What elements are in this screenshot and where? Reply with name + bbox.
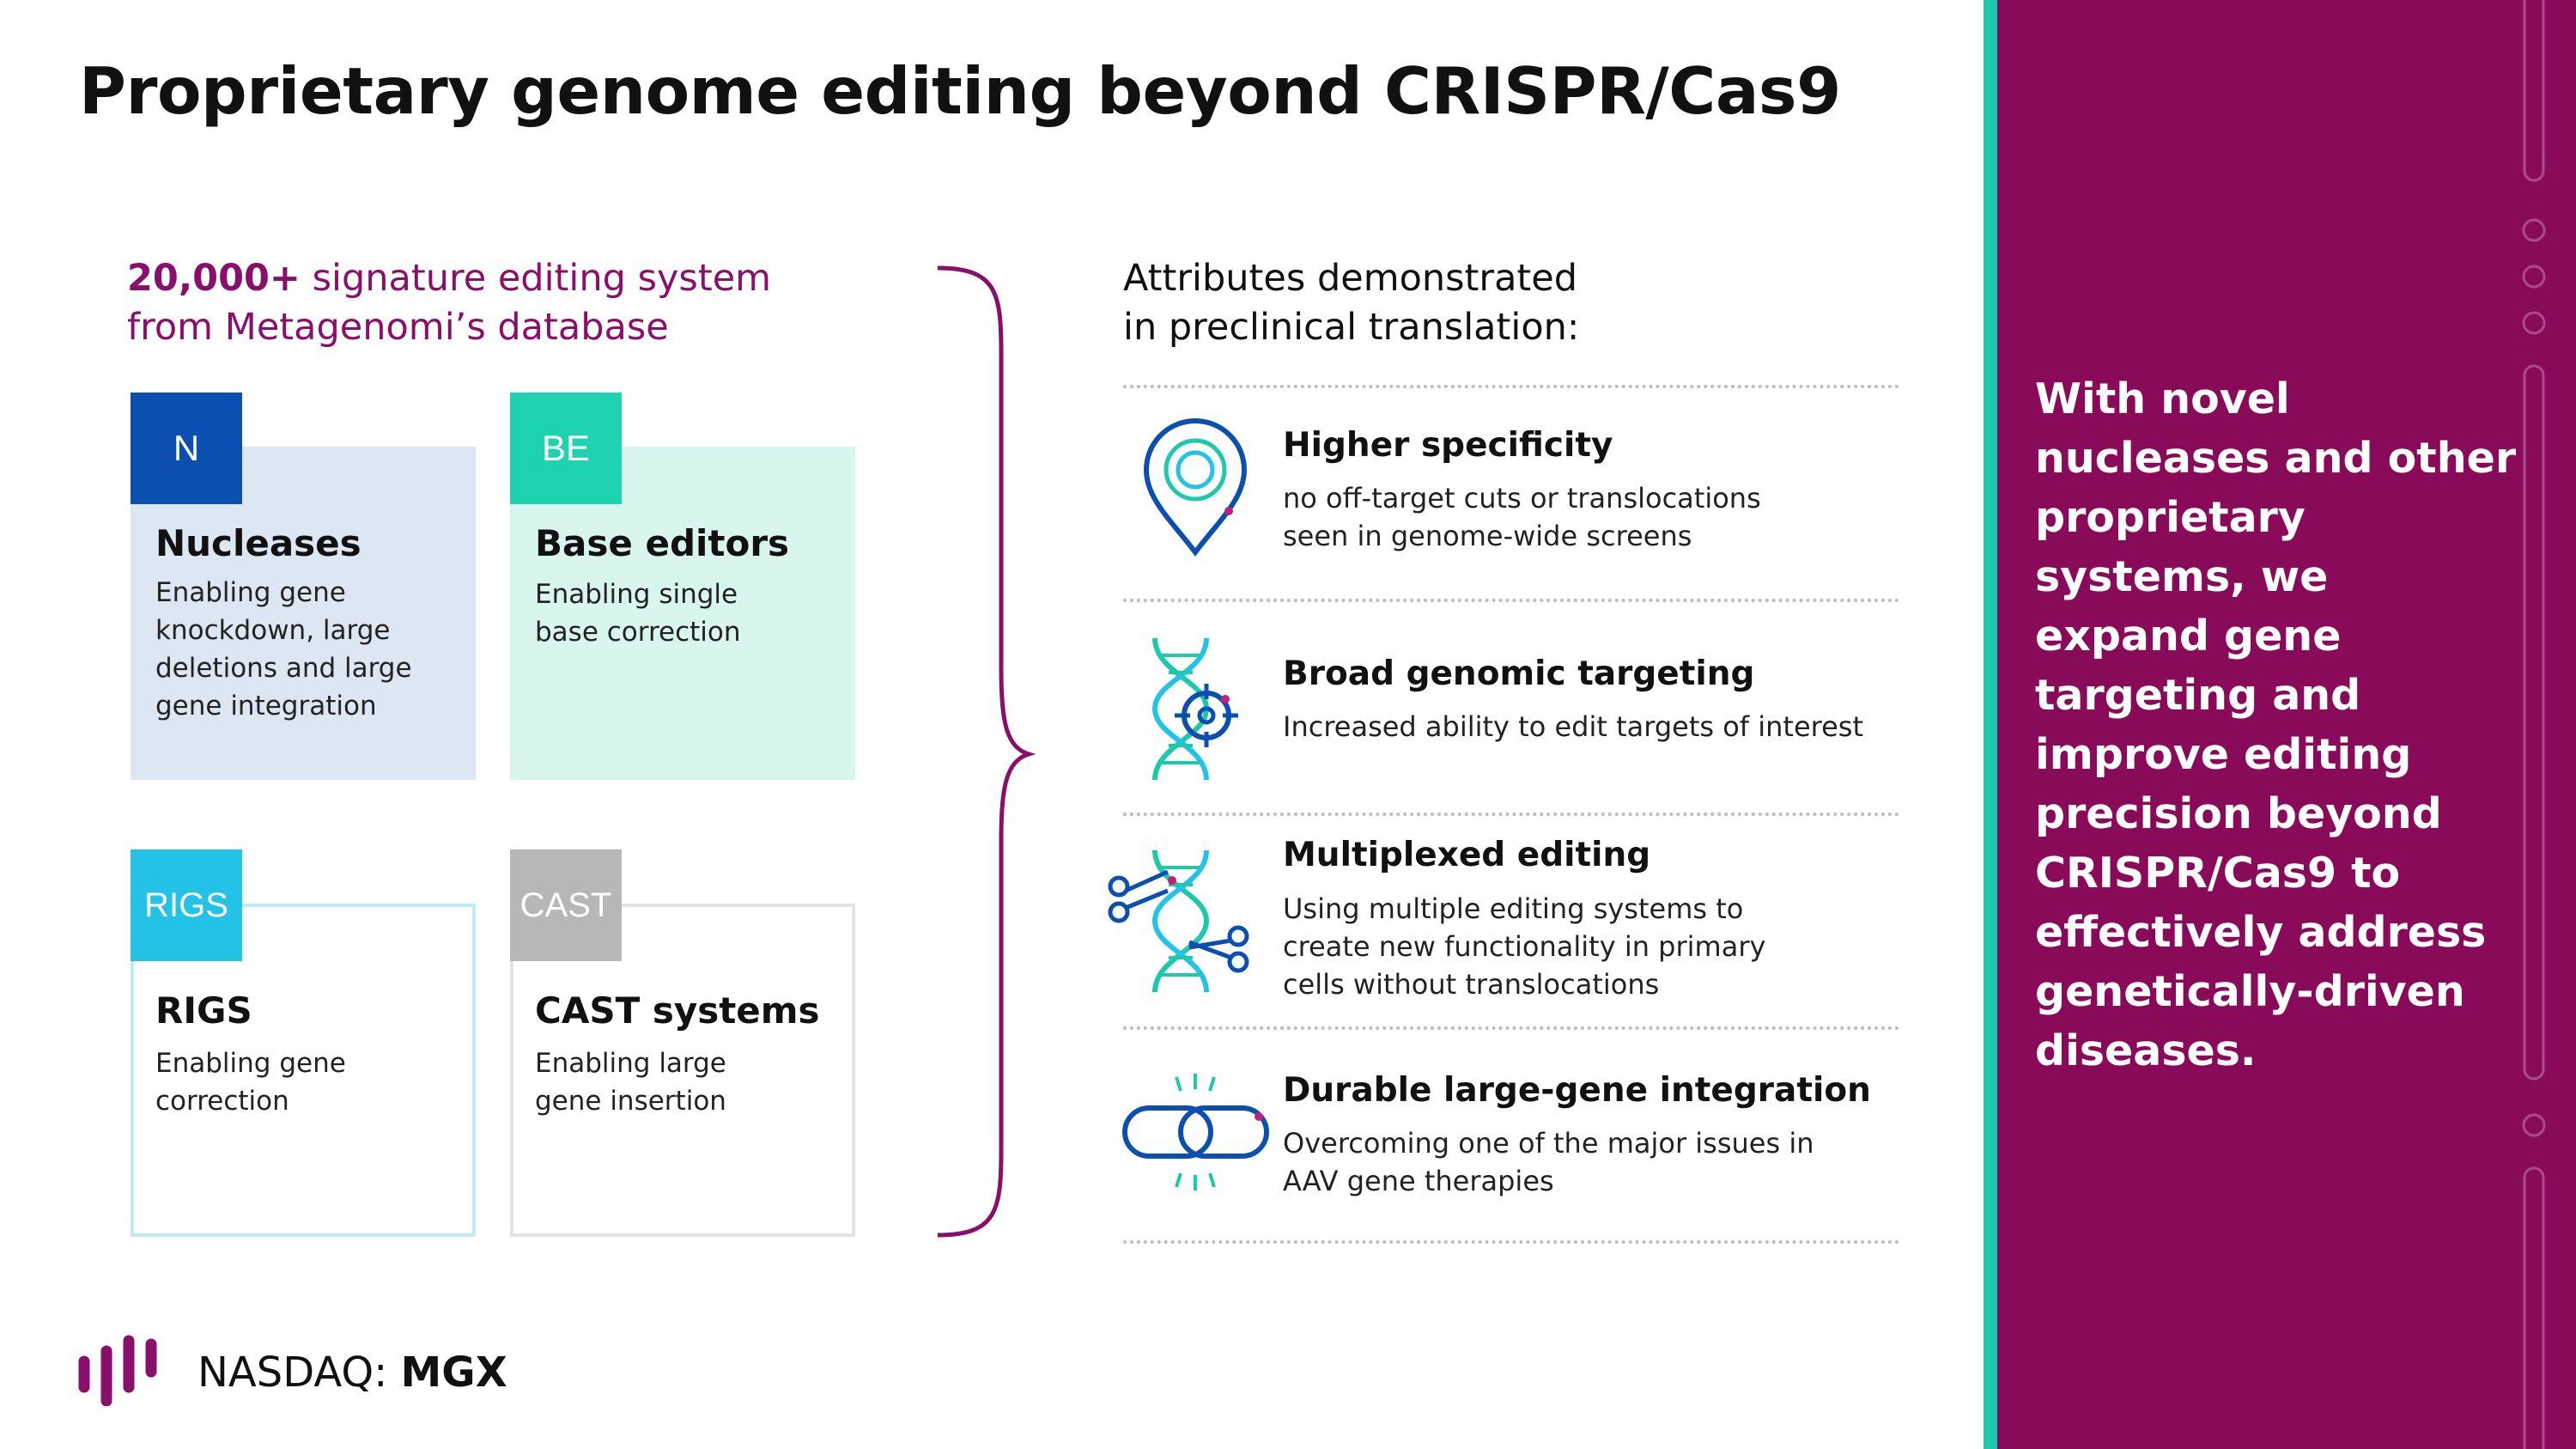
- panel-accent-bar: [1984, 0, 1997, 1449]
- tag-n: N: [131, 393, 242, 504]
- stock-ticker: NASDAQ: MGX: [197, 1349, 507, 1397]
- card-title-cast: CAST systems: [535, 989, 820, 1032]
- card-desc-rigs: Enabling gene correction: [155, 1048, 346, 1117]
- subtitle-count: 20,000+: [127, 257, 301, 300]
- exchange-label: NASDAQ:: [197, 1349, 401, 1397]
- divider: [1123, 1240, 1899, 1244]
- divider: [1123, 1026, 1899, 1030]
- ticker-symbol: MGX: [400, 1349, 507, 1397]
- divider: [1123, 599, 1899, 602]
- card-desc-cast: Enabling large gene insertion: [535, 1048, 726, 1117]
- subtitle: 20,000+ signature editing system from Me…: [127, 254, 771, 352]
- dna-target-icon: [1151, 637, 1238, 781]
- attr-title-broad-targeting: Broad genomic targeting: [1283, 654, 1755, 693]
- attr-desc-specificity: no off-target cuts or translocations see…: [1283, 482, 1761, 552]
- divider: [1123, 813, 1899, 816]
- subtitle-line2: from Metagenomi’s database: [127, 306, 669, 349]
- subtitle-line1: signature editing system: [300, 257, 772, 300]
- tag-be: BE: [510, 393, 622, 504]
- attributes-heading: Attributes demonstrated in preclinical t…: [1123, 254, 1579, 352]
- location-pin-icon: [1143, 418, 1248, 557]
- attr-desc-broad-targeting: Increased ability to edit targets of int…: [1283, 710, 1863, 743]
- divider: [1123, 385, 1899, 388]
- attr-title-durable-integration: Durable large-gene integration: [1283, 1071, 1871, 1110]
- attributes-heading-line1: Attributes demonstrated: [1123, 257, 1578, 300]
- page-title: Proprietary genome editing beyond CRISPR…: [79, 53, 1841, 129]
- decorative-track-icon: [2522, 0, 2546, 1449]
- metagenomi-bars-logo: [78, 1335, 157, 1406]
- dna-scissors-icon: [1108, 849, 1249, 993]
- chain-link-icon: [1122, 1074, 1269, 1190]
- tag-rigs: RIGS: [131, 849, 242, 961]
- card-title-nucleases: Nucleases: [155, 522, 361, 564]
- attr-desc-multiplexed: Using multiple editing systems to create…: [1283, 892, 1766, 1001]
- attr-title-specificity: Higher specificity: [1283, 426, 1613, 465]
- right-brace: [937, 265, 1036, 1238]
- right-panel: [1984, 0, 2576, 1449]
- card-cast: [510, 904, 855, 1237]
- panel-statement: With novel nucleases and other proprieta…: [2035, 374, 2516, 1075]
- card-title-base-editors: Base editors: [535, 522, 790, 564]
- card-desc-base-editors: Enabling single base correction: [535, 579, 741, 648]
- tag-cast: CAST: [510, 849, 622, 961]
- card-desc-nucleases: Enabling gene knockdown, large deletions…: [155, 577, 412, 721]
- card-title-rigs: RIGS: [155, 989, 252, 1032]
- attributes-heading-line2: in preclinical translation:: [1123, 306, 1580, 349]
- attr-title-multiplexed: Multiplexed editing: [1283, 836, 1651, 874]
- attr-desc-durable-integration: Overcoming one of the major issues in AA…: [1283, 1127, 1814, 1197]
